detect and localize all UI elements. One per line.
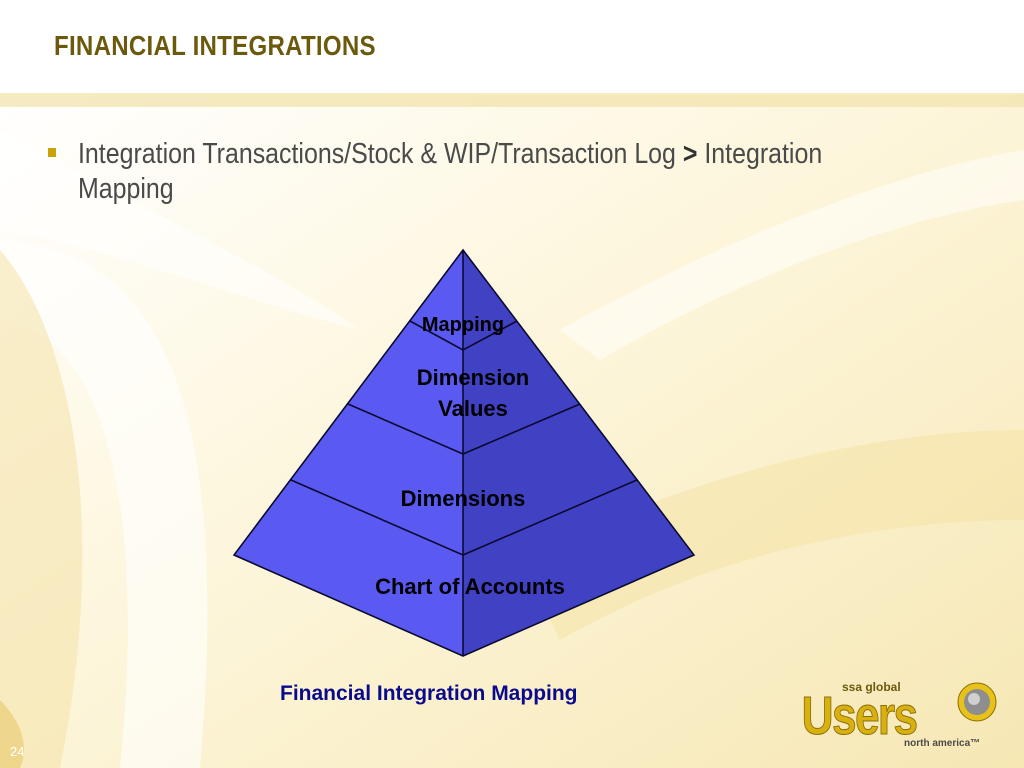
bullet-text-line2: Mapping [78, 173, 174, 205]
bullet-text-suffix: Integration [704, 138, 823, 170]
svg-text:Users: Users [802, 686, 917, 746]
slide-number: 24 [10, 744, 25, 759]
pyramid-divider-2 [347, 403, 581, 455]
pyramid-divider-1 [409, 320, 518, 351]
diagram-caption: Financial Integration Mapping [280, 682, 578, 705]
pyramid-side-face [463, 250, 694, 656]
svg-text:north america™: north america™ [904, 738, 980, 749]
pyramid-label-dimension-values-1: Dimension [417, 365, 529, 390]
bullet-marker [48, 148, 56, 157]
pyramid-label-dimension-values-2: Values [438, 396, 508, 421]
pyramid-label-chart-of-accounts: Chart of Accounts [375, 574, 565, 599]
logo-gear-icon [957, 682, 997, 722]
bullet-text-prefix: Integration Transactions/Stock & WIP/Tra… [78, 138, 676, 170]
svg-text:ssa global: ssa global [842, 680, 901, 694]
pyramid-front-face [234, 250, 463, 656]
bullet-text: Integration Transactions/Stock & WIP/Tra… [78, 137, 938, 207]
bullet-arrow: > [682, 138, 698, 170]
pyramid-divider-3 [290, 479, 638, 556]
pyramid-label-dimensions: Dimensions [401, 486, 526, 511]
pyramid-label-mapping: Mapping [422, 314, 504, 336]
users-logo: ssa global Users north america™ [801, 680, 997, 749]
slide-title: FINANCIAL INTEGRATIONS [54, 30, 376, 61]
